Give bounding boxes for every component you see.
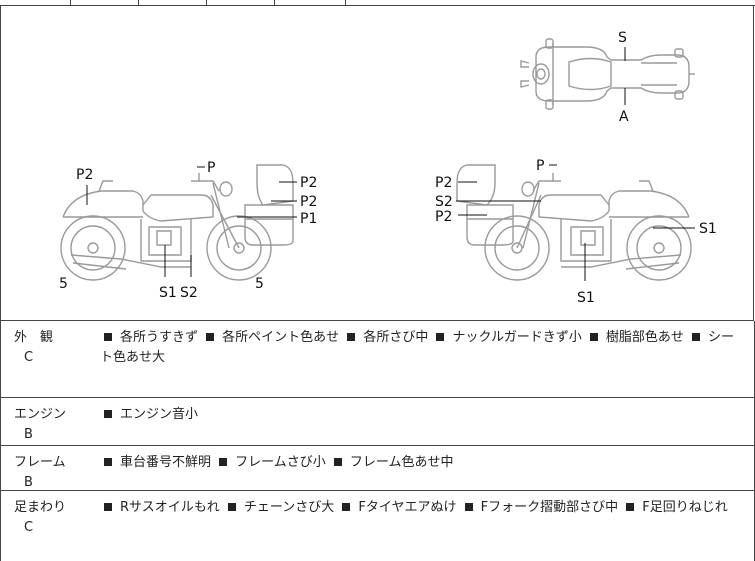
condition-item: 車台番号不鮮明	[120, 455, 212, 470]
bullet-square-icon	[342, 503, 351, 511]
row-suspension-category: 足まわり C	[14, 498, 84, 538]
row-suspension-items: Rサスオイルもれ チェーンさび大 Fタイヤエアぬけ Fフォーク摺動部さび中 F足…	[100, 498, 745, 518]
motorcycle-top-view	[520, 38, 695, 110]
right-label-engine: S1	[577, 290, 595, 306]
grade-value: B	[24, 475, 33, 490]
bullet-square-icon	[104, 410, 112, 418]
left-label-engine: S1	[159, 285, 177, 301]
condition-item: 樹脂部色あせ	[605, 330, 684, 345]
row-suspension: 足まわり C Rサスオイルもれ チェーンさび大 Fタイヤエアぬけ Fフォーク摺動…	[0, 491, 755, 561]
left-label-tank: P2	[76, 167, 93, 183]
motorcycle-damage-diagram: S A P2 P P2 P2 P1 5 S1 S2 5 P P2 S2 P2 S…	[0, 5, 754, 321]
bullet-square-icon	[104, 503, 112, 511]
left-label-fairing: P2	[300, 175, 317, 191]
row-engine: エンジン B エンジン音小	[0, 398, 755, 446]
motorcycle-right-view	[456, 164, 692, 281]
left-label-fairing-lower: P2	[300, 194, 317, 210]
condition-item: チェーンさび大	[243, 500, 335, 515]
category-name: 足まわり	[14, 500, 67, 515]
left-label-rear-tire: 5	[59, 276, 68, 292]
left-label-handle: P	[207, 160, 215, 176]
grade-value: C	[24, 520, 34, 535]
bullet-square-icon	[333, 458, 342, 466]
condition-item: ナックルガードきず小	[452, 330, 582, 345]
bullet-square-icon	[206, 333, 215, 341]
condition-item: シート色あせ大	[100, 330, 735, 365]
header-table-edge	[0, 0, 755, 6]
row-frame: フレーム B 車台番号不鮮明 フレームさび小 フレーム色あせ中	[0, 446, 755, 491]
right-label-fairing: P2	[435, 175, 452, 191]
top-view-label-rear: A	[619, 109, 629, 125]
left-label-engine-2: S2	[180, 285, 198, 301]
bullet-square-icon	[589, 333, 598, 341]
row-exterior: 外 観 C 各所うすきず 各所ペイント色あせ 各所さび中 ナックルガードきず小 …	[0, 321, 755, 398]
condition-item: エンジン音小	[120, 407, 199, 422]
condition-item: 各所ペイント色あせ	[222, 330, 340, 345]
row-frame-items: 車台番号不鮮明 フレームさび小 フレーム色あせ中	[100, 453, 745, 473]
motorcycle-diagram-svg: S A P2 P P2 P2 P1 5 S1 S2 5 P P2 S2 P2 S…	[59, 30, 717, 306]
condition-item: フレーム色あせ中	[349, 455, 454, 470]
bullet-square-icon	[219, 458, 228, 466]
right-label-fork: S2	[435, 194, 453, 210]
right-label-panel: P2	[435, 209, 452, 225]
condition-item: 各所うすきず	[120, 330, 199, 345]
bullet-square-icon	[227, 503, 236, 511]
grade-value: C	[24, 350, 34, 365]
row-frame-category: フレーム B	[14, 453, 84, 493]
right-label-handle: P	[536, 158, 544, 174]
motorcycle-left-view	[60, 164, 294, 281]
pointer-lines	[86, 47, 695, 281]
row-exterior-category: 外 観 C	[14, 328, 84, 368]
left-label-panel: P1	[300, 211, 317, 227]
condition-item: F足回りねじれ	[642, 500, 728, 515]
right-label-seat: S1	[699, 221, 717, 237]
row-exterior-items: 各所うすきず 各所ペイント色あせ 各所さび中 ナックルガードきず小 樹脂部色あせ…	[100, 328, 745, 368]
bullet-square-icon	[626, 503, 635, 511]
bullet-square-icon	[436, 333, 445, 341]
condition-item: Rサスオイルもれ	[120, 500, 220, 515]
row-engine-category: エンジン B	[14, 405, 84, 445]
row-engine-items: エンジン音小	[100, 405, 745, 425]
bullet-square-icon	[692, 333, 700, 341]
bullet-square-icon	[464, 503, 473, 511]
bullet-square-icon	[104, 458, 112, 466]
condition-item: フレームさび小	[235, 455, 326, 470]
category-name: 外 観	[14, 330, 54, 345]
condition-item: Fフォーク摺動部さび中	[480, 500, 619, 515]
category-name: エンジン	[14, 407, 67, 422]
condition-item: 各所さび中	[363, 330, 429, 345]
bullet-square-icon	[104, 333, 112, 341]
top-view-label-front: S	[618, 30, 627, 46]
bullet-square-icon	[347, 333, 356, 341]
left-label-front-tire: 5	[255, 276, 264, 292]
condition-item: Fタイヤエアぬけ	[358, 500, 457, 515]
category-name: フレーム	[14, 455, 66, 470]
grade-value: B	[24, 427, 33, 442]
